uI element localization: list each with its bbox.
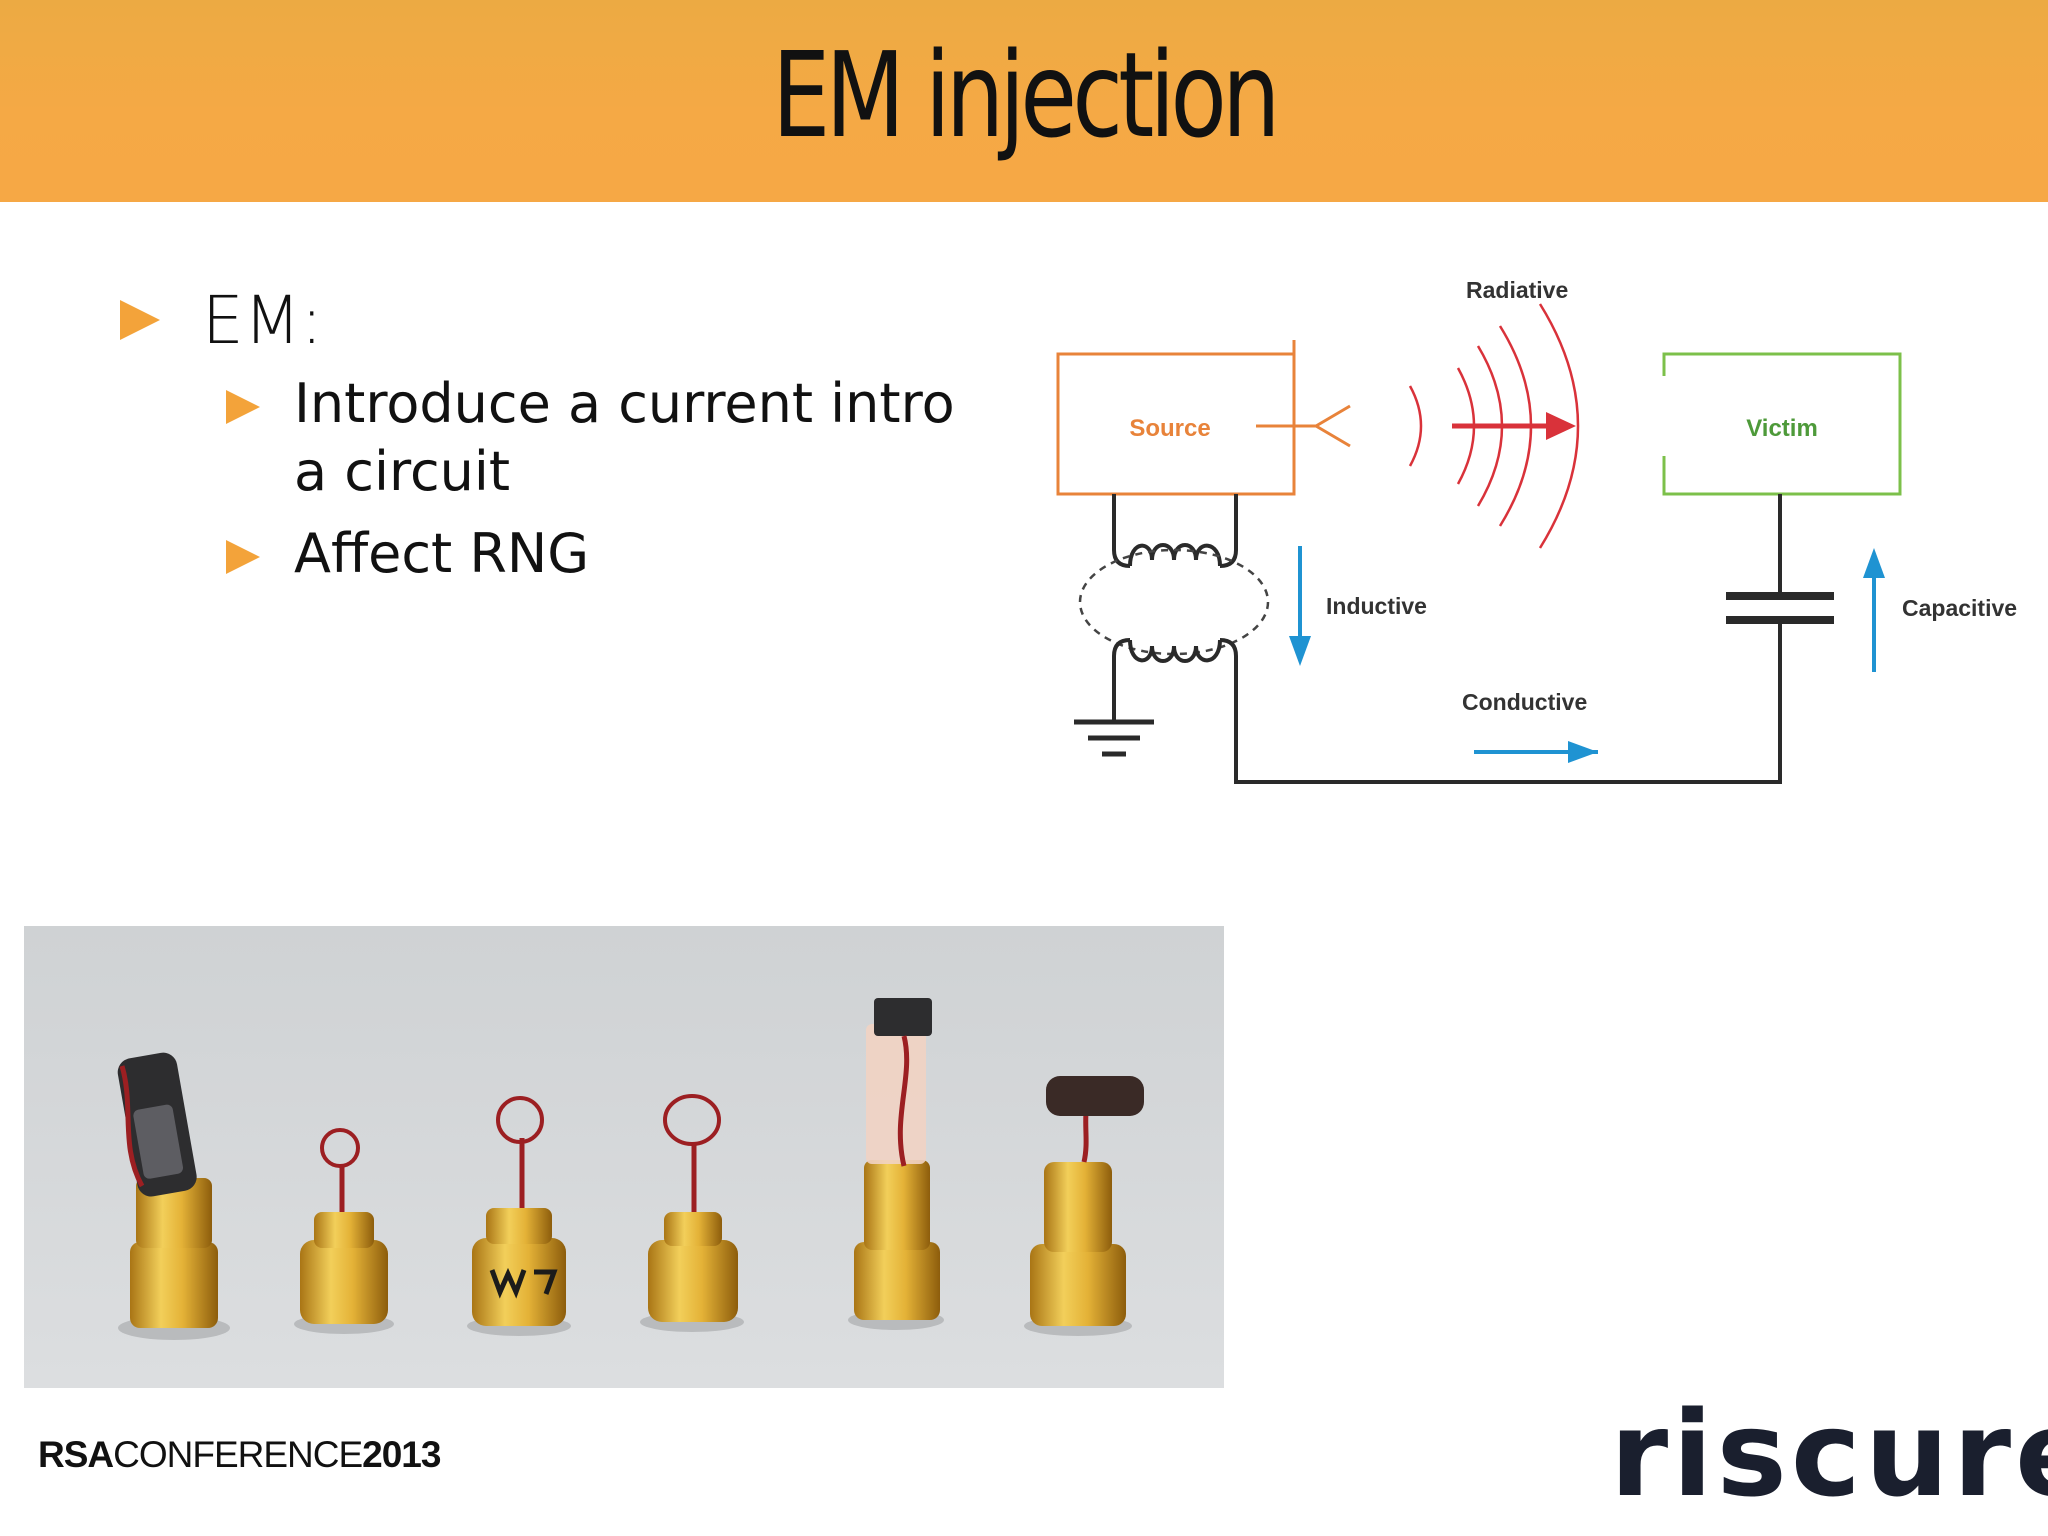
rsa-text: RSA (38, 1434, 114, 1475)
bullet-level1-text: EM: (202, 282, 323, 359)
bullet-level2-item: Affect RNG (226, 520, 970, 588)
inductive-arrow-icon (1289, 546, 1311, 666)
conference-text: CONFERENCE (113, 1434, 363, 1475)
probe-3 (467, 1096, 571, 1336)
probe-2 (294, 1128, 394, 1334)
capacitive-arrow-icon (1863, 548, 1885, 672)
radiative-arrow-icon (1452, 412, 1576, 440)
antenna-icon (1256, 404, 1351, 448)
coupling-diagram: Source Radiative Victim (1056, 277, 2017, 784)
bullet-arrow-icon (226, 390, 260, 424)
capacitor-icon (1726, 494, 1834, 676)
year-text: 2013 (362, 1434, 441, 1475)
probe-1 (117, 1052, 230, 1340)
probe-photo (24, 926, 1224, 1388)
victim-label: Victim (1746, 415, 1818, 442)
capacitive-label: Capacitive (1902, 595, 2017, 621)
probe-6 (1024, 1076, 1144, 1336)
radiative-label: Radiative (1466, 277, 1568, 303)
ground-icon (1074, 719, 1154, 757)
probe-4 (640, 1094, 744, 1332)
bullet-list: EM: Introduce a current intro a circuit … (120, 270, 970, 588)
bullet-level2-item: Introduce a current intro a circuit (226, 370, 970, 506)
riscure-logo: riscure (1610, 1385, 2048, 1523)
conductive-label: Conductive (1462, 689, 1587, 715)
inductive-label: Inductive (1326, 593, 1427, 619)
photo-background (24, 926, 1224, 1388)
bullet-arrow-icon (120, 300, 160, 340)
rsa-conference-logo: RSACONFERENCE2013 (38, 1434, 441, 1476)
bullet-level1: EM: (120, 270, 970, 370)
transformer-icon (1078, 494, 1782, 784)
victim-box: Victim (1662, 352, 1902, 496)
source-box: Source (1056, 340, 1296, 496)
source-label: Source (1129, 415, 1210, 442)
bullet-arrow-icon (226, 540, 260, 574)
title-bar: EM injection (0, 0, 2048, 202)
conductive-arrow-icon (1474, 741, 1598, 763)
bullet-level2-text: Affect RNG (294, 522, 590, 585)
probe-5 (848, 998, 944, 1330)
slide-title: EM injection (772, 26, 1280, 164)
bullet-level2-text: Introduce a current intro a circuit (294, 372, 955, 503)
